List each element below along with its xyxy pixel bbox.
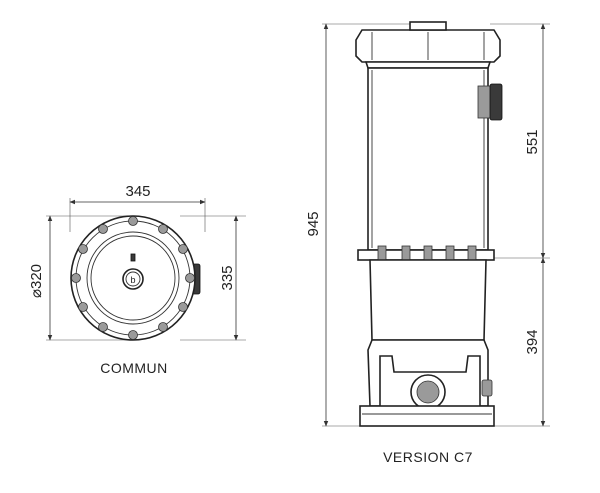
inlet-port-inner: [416, 380, 440, 404]
lower-tank: [369, 259, 487, 341]
base-plate: [359, 405, 495, 427]
drain-plug: [481, 379, 493, 397]
lid-ring: [86, 231, 180, 325]
center-cap-inner: [125, 271, 141, 287]
bolt-lugs: [71, 216, 195, 340]
gauge-mark: b: [130, 275, 135, 285]
upper-tank: [367, 67, 489, 251]
filter-side-view: [355, 21, 503, 427]
flange-bolts: [377, 245, 477, 265]
width-label: 345: [125, 183, 150, 200]
side-view-caption: VERSION C7: [383, 449, 473, 465]
top-view-caption: COMMUN: [100, 360, 168, 376]
total-height-label: 945: [305, 211, 322, 236]
outlet-port: [489, 83, 503, 121]
filter-top-view: b: [70, 215, 201, 341]
top-view: 345 ⌀320 335: [28, 183, 246, 376]
lid-inner-ring: [90, 235, 176, 321]
height-label: 335: [219, 265, 236, 290]
lower-height-label: 394: [524, 329, 541, 354]
upper-height-label: 551: [524, 129, 541, 154]
lid-lip: [364, 61, 492, 69]
lid-top-knob: [409, 21, 447, 31]
side-view: 945 551 394: [305, 21, 550, 465]
diameter-label: ⌀320: [28, 264, 45, 298]
air-vent: [130, 253, 136, 262]
